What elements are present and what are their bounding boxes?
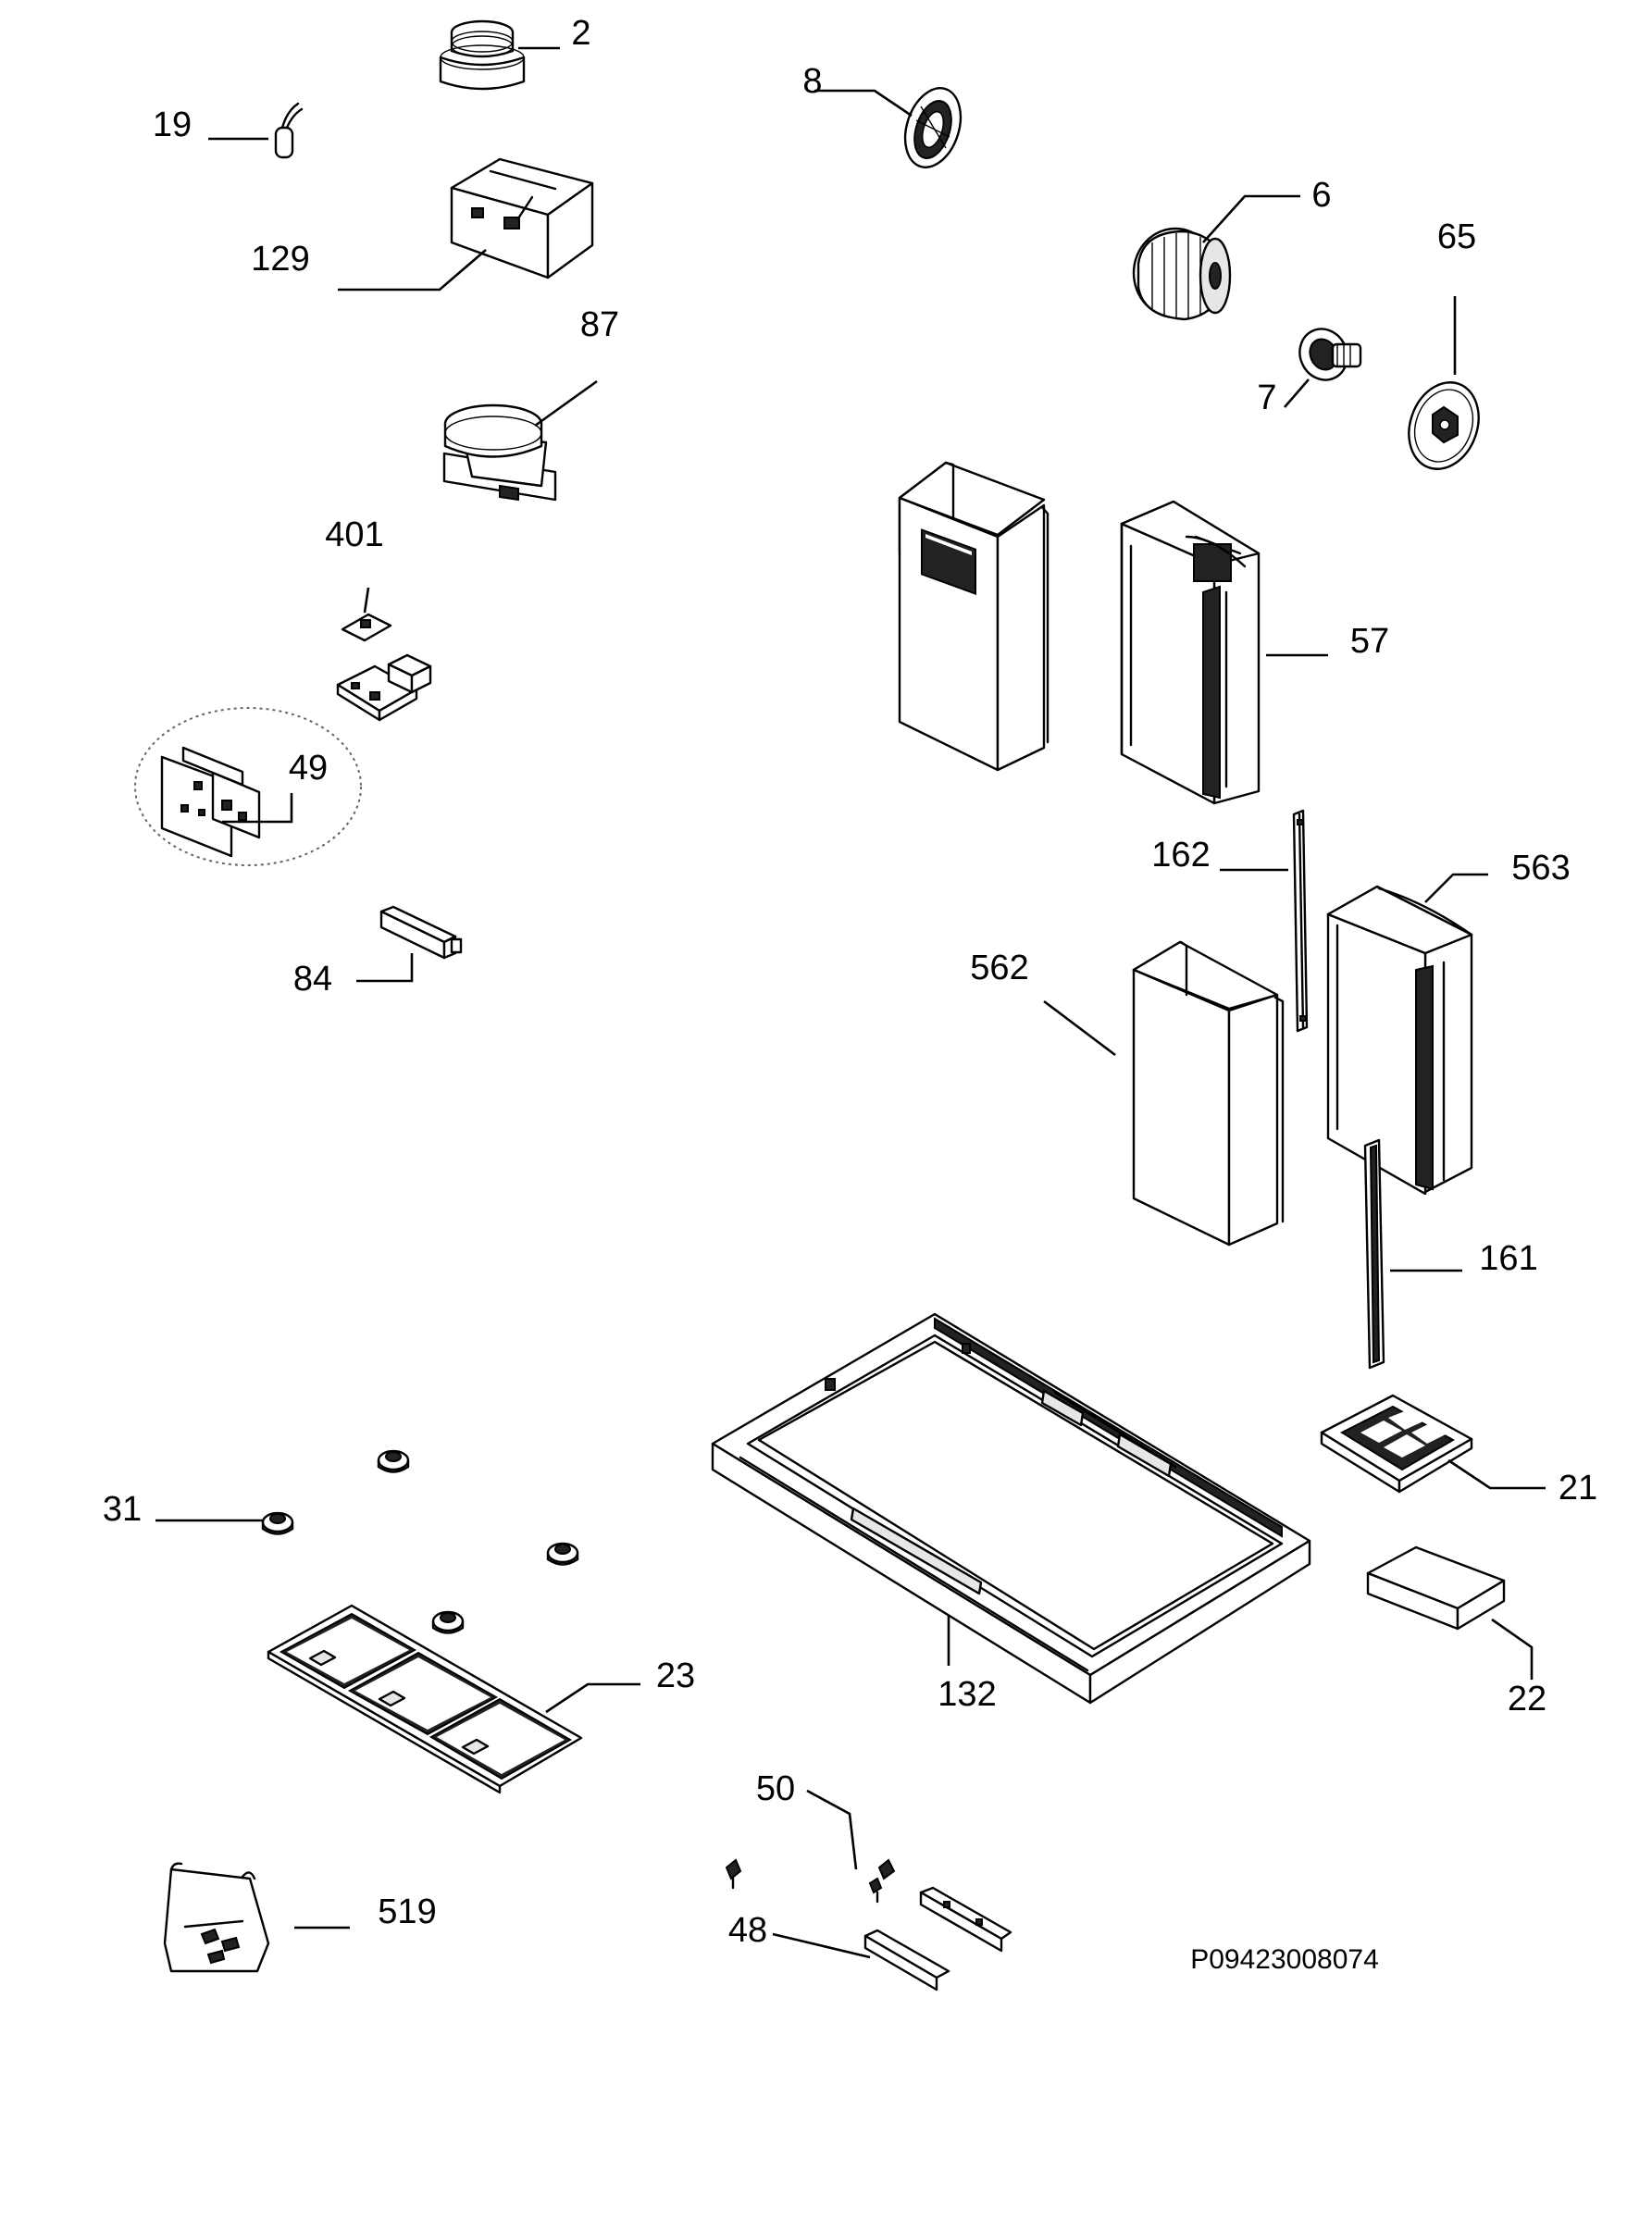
leader-8 [814,89,913,118]
part-label-8: 8 [802,62,822,101]
part-19-drawing [274,102,304,159]
part-129-drawing [450,157,594,279]
part-7-drawing [1298,328,1362,381]
leader-22 [1491,1618,1534,1680]
part-label-21: 21 [1559,1469,1597,1508]
part-label-563: 563 [1511,849,1570,887]
leader-6 [1202,194,1300,243]
part-label-31: 31 [103,1490,142,1529]
part-label-162: 162 [1151,836,1210,875]
part-519-drawing [163,1862,270,1973]
part-label-19: 19 [153,105,192,144]
leader-563 [1424,873,1488,903]
part-label-562: 562 [970,949,1028,987]
part-562-drawing [1132,940,1285,1247]
part-label-87: 87 [580,305,619,344]
part-label-401: 401 [325,515,383,554]
part-label-23: 23 [656,1656,695,1695]
drawing-code: P09423008074 [1190,1944,1379,1975]
part-563-drawing [1326,885,1473,1196]
part-label-49: 49 [289,749,328,788]
part-label-519: 519 [378,1892,436,1931]
part-6-drawing [1132,227,1232,321]
leader-21 [1447,1458,1546,1490]
leader-49 [222,793,293,824]
part-31-drawing [261,1449,579,1634]
leader-48 [772,1932,871,1959]
leader-50 [806,1789,858,1870]
part-label-7: 7 [1257,378,1276,417]
part-label-65: 65 [1437,217,1476,256]
leader-87 [534,379,598,428]
part-84-drawing [379,905,463,960]
leader-401 [363,587,370,614]
part-8-drawing [903,87,963,168]
part-50-drawing [725,1858,896,1904]
part-label-2: 2 [571,14,590,53]
part-22-drawing [1366,1545,1506,1631]
leader-562 [1043,999,1116,1057]
part-161-drawing [1363,1138,1385,1370]
part-21-drawing [1320,1394,1473,1494]
part-87-drawing [442,403,557,502]
part-2-drawing [439,19,526,91]
leader-23 [545,1682,640,1714]
part-label-129: 129 [251,240,309,279]
part-label-48: 48 [728,1911,767,1950]
part-label-161: 161 [1479,1239,1537,1278]
part-label-6: 6 [1311,176,1331,215]
part-401-drawing [336,613,432,722]
leader-84 [356,953,414,983]
part-label-132: 132 [938,1675,996,1714]
part-label-57: 57 [1350,622,1389,661]
part-162-drawing [1292,809,1309,1033]
leader-129 [338,249,487,292]
leader-7 [1284,378,1310,408]
part-57-drawing [1120,500,1261,805]
part-65-drawing [1408,381,1480,470]
upper-chimney-front-drawing [898,461,1050,772]
part-23-drawing [267,1604,583,1794]
part-label-22: 22 [1508,1680,1546,1718]
part-48-drawing [863,1886,1012,1991]
part-label-50: 50 [756,1769,795,1808]
part-132-drawing [711,1312,1311,1705]
part-label-84: 84 [293,960,332,999]
